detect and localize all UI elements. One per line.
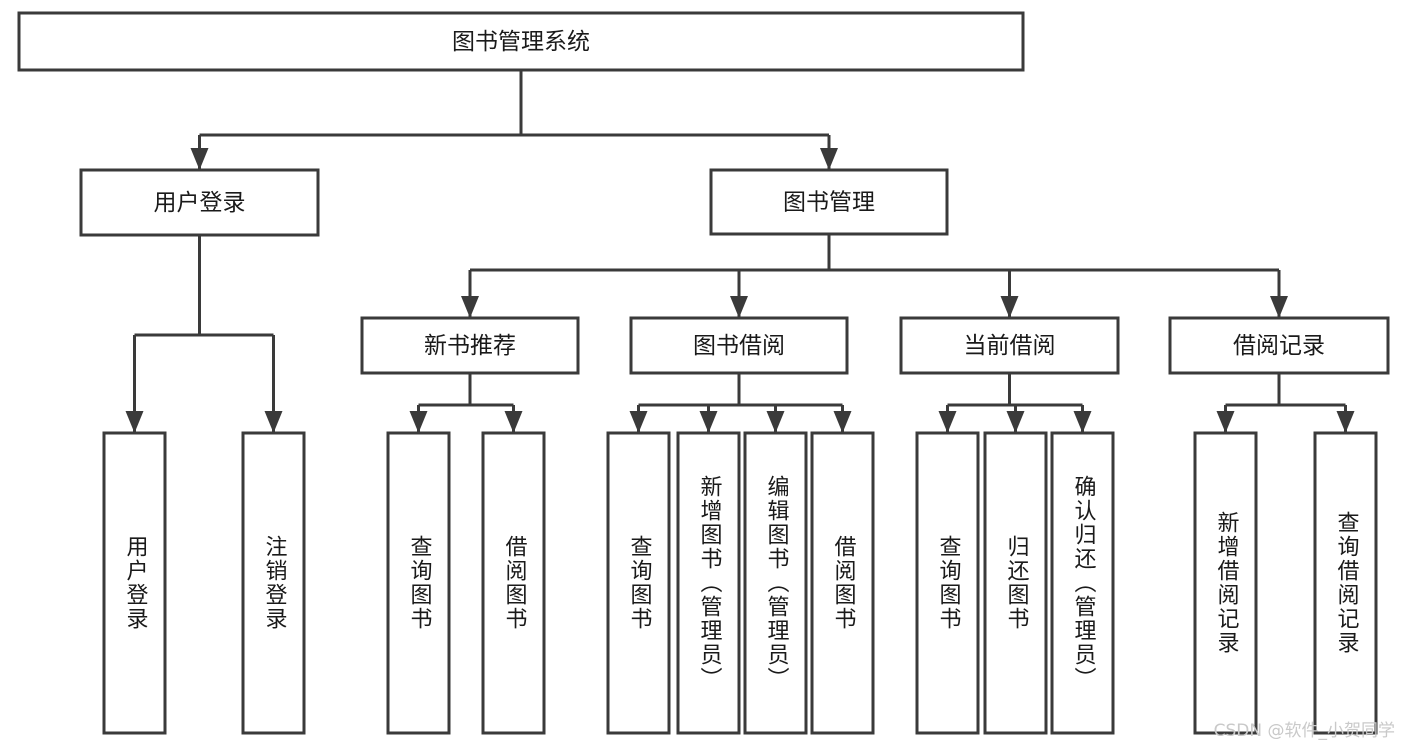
arrow-head-icon xyxy=(820,148,838,170)
node-label: 查询图书 xyxy=(627,535,653,631)
node-leaf-leaf-query-book-2[interactable]: 查询图书 xyxy=(606,431,671,735)
node-box[interactable] xyxy=(629,316,849,375)
node-label: 归还图书 xyxy=(1004,535,1030,631)
arrow-head-icon xyxy=(1006,411,1025,433)
node-leaf-leaf-query-book-3[interactable]: 查询图书 xyxy=(915,431,980,735)
node-label: 借阅图书 xyxy=(831,535,857,631)
node-label: 新增借阅记录 xyxy=(1214,511,1240,655)
nodes-layer: 图书管理系统用户登录图书管理新书推荐图书借阅当前借阅借阅记录用户登录注销登录查询… xyxy=(17,11,1390,735)
node-box[interactable] xyxy=(983,431,1048,735)
node-label: 借阅记录 xyxy=(1233,333,1325,359)
node-box[interactable] xyxy=(709,168,949,236)
node-box[interactable] xyxy=(899,316,1120,375)
node-label: 图书管理系统 xyxy=(452,29,590,55)
node-root[interactable]: 图书管理系统 xyxy=(17,11,1025,72)
node-leaf-leaf-logout[interactable]: 注销登录 xyxy=(241,431,306,735)
node-box[interactable] xyxy=(17,11,1025,72)
node-box[interactable] xyxy=(743,431,808,735)
arrow-head-icon xyxy=(1270,296,1288,318)
node-box[interactable] xyxy=(915,431,980,735)
node-label: 当前借阅 xyxy=(964,333,1056,359)
node-level1-book-manage[interactable]: 图书管理 xyxy=(709,168,949,236)
csdn-watermark: CSDN @软件_小贺同学 xyxy=(1213,721,1395,741)
node-box[interactable] xyxy=(676,431,741,735)
node-box[interactable] xyxy=(481,431,546,735)
arrow-head-icon xyxy=(766,411,785,433)
node-leaf-leaf-query-record[interactable]: 查询借阅记录 xyxy=(1313,431,1378,735)
arrow-head-icon xyxy=(1216,411,1235,433)
arrow-head-icon xyxy=(125,411,144,433)
node-leaf-leaf-borrow-book-2[interactable]: 借阅图书 xyxy=(810,431,875,735)
arrow-head-icon xyxy=(629,411,648,433)
node-leaf-leaf-add-record[interactable]: 新增借阅记录 xyxy=(1193,431,1258,735)
connectors-layer xyxy=(125,70,1355,433)
node-label: 确认归还（管理员） xyxy=(1071,475,1097,691)
node-level2-borrow-record[interactable]: 借阅记录 xyxy=(1168,316,1390,375)
arrow-head-icon xyxy=(190,148,209,170)
node-label: 图书借阅 xyxy=(693,333,785,359)
node-leaf-leaf-add-book[interactable]: 新增图书（管理员） xyxy=(676,431,741,735)
node-box[interactable] xyxy=(606,431,671,735)
node-box[interactable] xyxy=(1168,316,1390,375)
arrow-head-icon xyxy=(833,411,852,433)
node-label: 编辑图书（管理员） xyxy=(764,475,790,691)
arrow-head-icon xyxy=(409,411,428,433)
arrow-head-icon xyxy=(938,411,957,433)
node-leaf-leaf-return-book[interactable]: 归还图书 xyxy=(983,431,1048,735)
node-box[interactable] xyxy=(810,431,875,735)
node-level2-book-borrow[interactable]: 图书借阅 xyxy=(629,316,849,375)
node-box[interactable] xyxy=(360,316,580,375)
node-box[interactable] xyxy=(1193,431,1258,735)
node-box[interactable] xyxy=(79,168,320,237)
arrow-head-icon xyxy=(461,296,479,318)
node-leaf-leaf-edit-book[interactable]: 编辑图书（管理员） xyxy=(743,431,808,735)
node-box[interactable] xyxy=(1313,431,1378,735)
node-label: 用户登录 xyxy=(154,190,246,216)
node-box[interactable] xyxy=(241,431,306,735)
node-leaf-leaf-user-login[interactable]: 用户登录 xyxy=(102,431,167,735)
node-box[interactable] xyxy=(102,431,167,735)
node-label: 图书管理 xyxy=(783,190,875,216)
node-box[interactable] xyxy=(1050,431,1115,735)
node-label: 新书推荐 xyxy=(424,333,516,359)
node-label: 借阅图书 xyxy=(502,535,528,631)
node-leaf-leaf-query-book-1[interactable]: 查询图书 xyxy=(386,431,451,735)
arrow-head-icon xyxy=(1000,296,1019,318)
node-label: 查询图书 xyxy=(936,535,962,631)
arrow-head-icon xyxy=(730,296,748,318)
node-level2-current-borrow[interactable]: 当前借阅 xyxy=(899,316,1120,375)
node-box[interactable] xyxy=(386,431,451,735)
node-leaf-leaf-confirm-return[interactable]: 确认归还（管理员） xyxy=(1050,431,1115,735)
arrow-head-icon xyxy=(264,411,283,433)
arrow-head-icon xyxy=(504,411,523,433)
node-level2-new-book-recommend[interactable]: 新书推荐 xyxy=(360,316,580,375)
arrow-head-icon xyxy=(1073,411,1092,433)
node-label: 新增图书（管理员） xyxy=(697,475,723,691)
node-label: 用户登录 xyxy=(123,535,149,631)
node-label: 注销登录 xyxy=(262,535,288,631)
arrow-head-icon xyxy=(699,411,718,433)
node-leaf-leaf-borrow-book-1[interactable]: 借阅图书 xyxy=(481,431,546,735)
node-label: 查询图书 xyxy=(407,535,433,631)
node-level1-user-login[interactable]: 用户登录 xyxy=(79,168,320,237)
node-label: 查询借阅记录 xyxy=(1334,511,1360,655)
arrow-head-icon xyxy=(1336,411,1355,433)
